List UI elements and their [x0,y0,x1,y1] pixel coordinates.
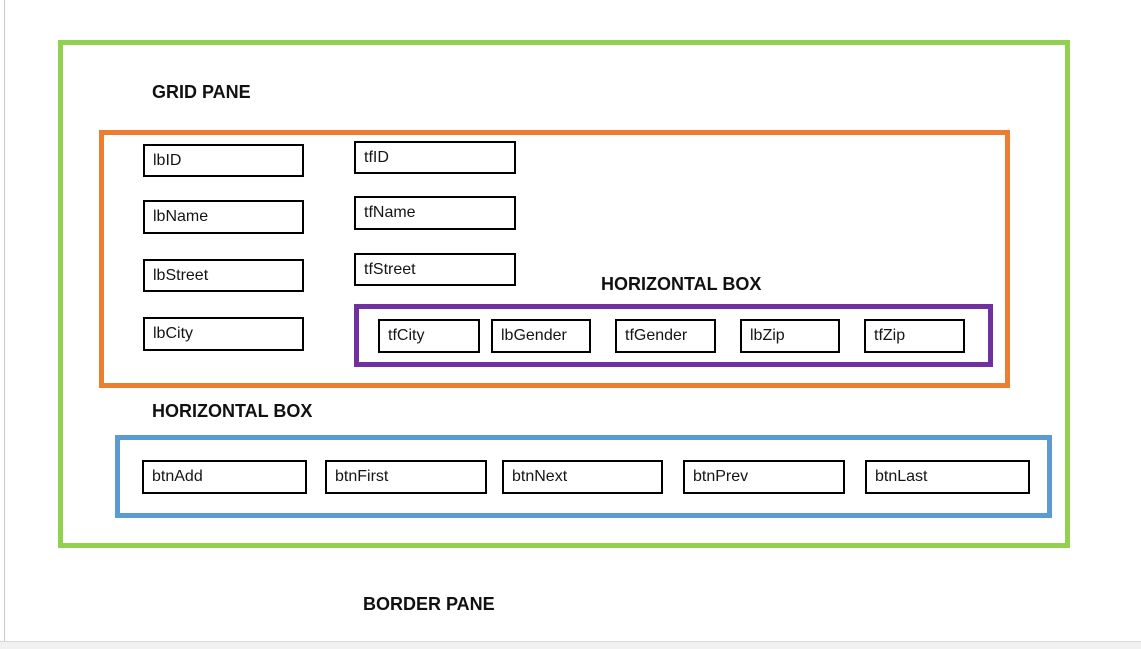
node-btnnext: btnNext [502,460,663,494]
hbox-fields-title: HORIZONTAL BOX [601,274,762,294]
border-pane-title: BORDER PANE [363,594,495,614]
node-lbcity: lbCity [143,317,304,351]
node-tfcity: tfCity [378,319,480,353]
node-tfid: tfID [354,141,516,174]
page-edge-line [4,0,5,641]
node-btnprev: btnPrev [683,460,845,494]
node-btnfirst: btnFirst [325,460,487,494]
node-tfgender: tfGender [615,319,716,353]
node-tfstreet: tfStreet [354,253,516,286]
node-lbzip: lbZip [740,319,840,353]
node-btnadd: btnAdd [142,460,307,494]
grid-pane-title: GRID PANE [152,82,251,102]
hbox-buttons-title: HORIZONTAL BOX [152,401,313,421]
node-btnlast: btnLast [865,460,1030,494]
node-lbid: lbID [143,144,304,177]
hbox-buttons-box: btnAdd btnFirst btnNext btnPrev btnLast [115,435,1052,518]
node-lbname: lbName [143,200,304,234]
node-lbgender: lbGender [491,319,591,353]
hbox-fields-box: tfCity lbGender tfGender lbZip tfZip [354,304,993,367]
node-lbstreet: lbStreet [143,259,304,292]
grid-pane-box: lbID tfID lbName tfName lbStreet tfStree… [99,130,1010,388]
node-tfname: tfName [354,196,516,230]
node-tfzip: tfZip [864,319,965,353]
border-pane-box: GRID PANE lbID tfID lbName tfName lbStre… [58,40,1070,548]
window-bottom-strip [0,641,1141,649]
